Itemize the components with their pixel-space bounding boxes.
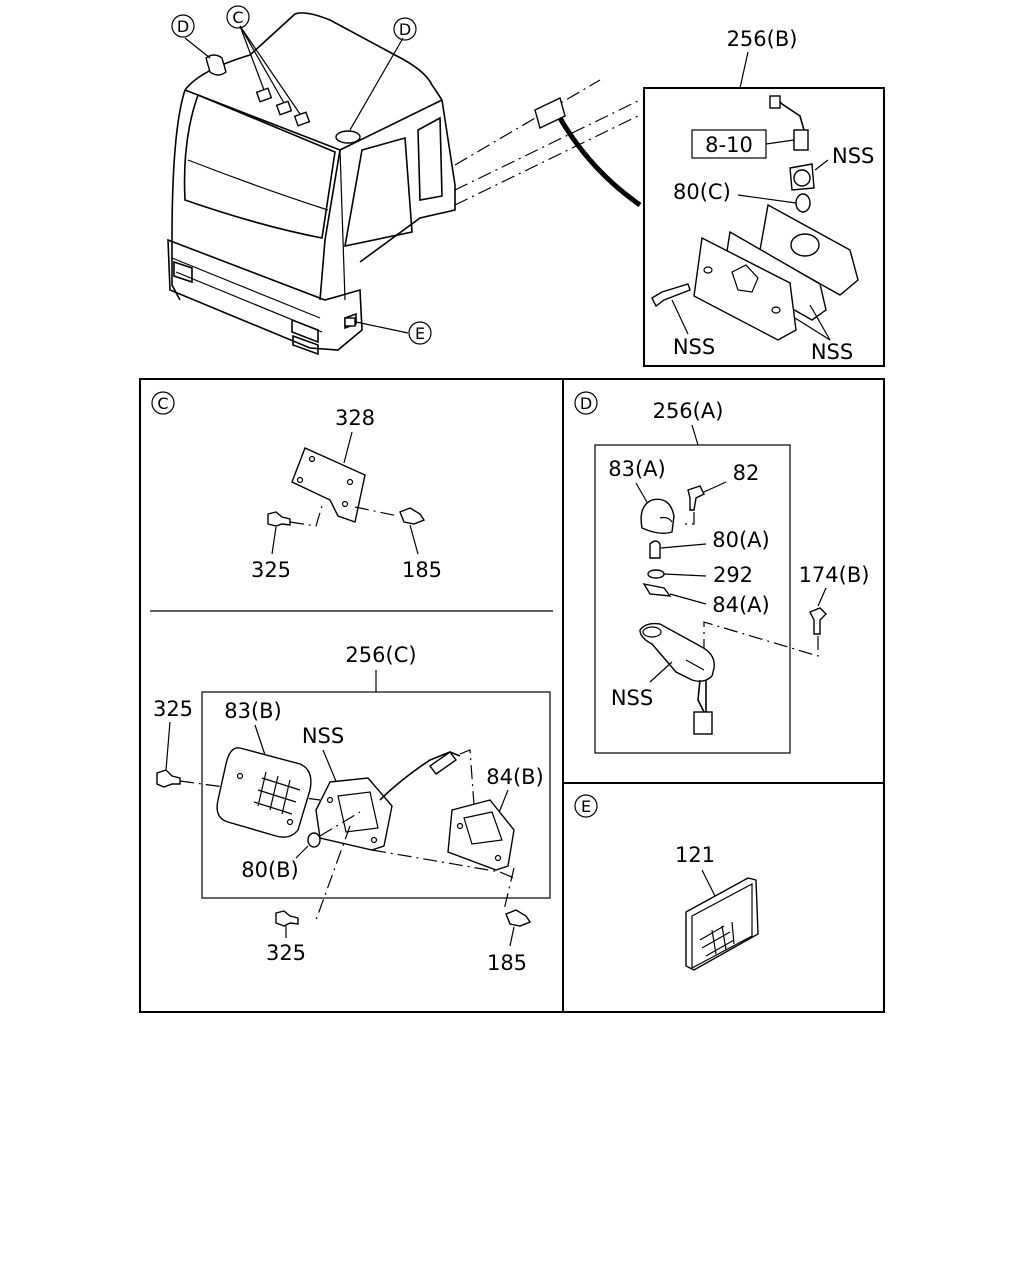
truck-cab-illustration: D C D E xyxy=(167,5,642,356)
label-nss-socket: NSS xyxy=(832,144,874,168)
svg-text:E: E xyxy=(581,797,591,816)
inset-256b-title: 256(B) xyxy=(727,27,798,51)
label-256c: 256(C) xyxy=(345,643,416,667)
panel-frames xyxy=(139,378,885,1013)
callout-e: E xyxy=(408,321,432,345)
label-80b: 80(B) xyxy=(241,858,299,882)
label-185-bottom: 185 xyxy=(487,951,527,975)
label-325-top: 325 xyxy=(251,558,291,582)
panel-d: D 256(A) 83(A) 82 80(A) 292 84(A) 174(B) xyxy=(574,391,870,754)
label-121: 121 xyxy=(675,843,715,867)
label-325-left: 325 xyxy=(153,697,193,721)
label-292: 292 xyxy=(713,563,753,587)
label-nss-lens: NSS xyxy=(811,340,853,364)
callout-d-right: D xyxy=(393,17,417,41)
callout-c: C xyxy=(226,5,250,29)
lens-mesh xyxy=(253,771,301,815)
label-83a: 83(A) xyxy=(608,457,665,481)
assembly-256c-box xyxy=(201,691,551,899)
panel-e-marker: E xyxy=(574,794,598,818)
label-174b: 174(B) xyxy=(799,563,870,587)
svg-text:D: D xyxy=(399,20,411,39)
svg-text:C: C xyxy=(232,8,243,27)
label-325-bottom: 325 xyxy=(266,941,306,965)
reflector-mesh xyxy=(699,921,735,957)
assembly-256a-box xyxy=(594,444,791,754)
label-185-top: 185 xyxy=(402,558,442,582)
panel-c-marker: C xyxy=(151,391,175,415)
svg-text:E: E xyxy=(415,324,425,343)
label-80c: 80(C) xyxy=(673,180,731,204)
svg-text:D: D xyxy=(177,17,189,36)
svg-text:D: D xyxy=(580,394,592,413)
label-328: 328 xyxy=(335,406,375,430)
label-82: 82 xyxy=(733,461,760,485)
ref-box-label: 8-10 xyxy=(705,133,753,157)
label-84b: 84(B) xyxy=(486,765,544,789)
label-84a: 84(A) xyxy=(712,593,769,617)
label-256a: 256(A) xyxy=(653,399,724,423)
inset-256b: 256(B) 8-10 NSS 80(C) NSS NSS xyxy=(643,27,885,367)
label-nss-socket-d: NSS xyxy=(611,686,653,710)
label-nss-housing: NSS xyxy=(302,724,344,748)
panel-e: E 121 xyxy=(574,794,759,971)
label-nss-screw: NSS xyxy=(673,335,715,359)
panel-d-marker: D xyxy=(574,391,598,415)
callout-d-left: D xyxy=(171,14,195,38)
label-80a: 80(A) xyxy=(712,528,769,552)
svg-text:C: C xyxy=(157,394,168,413)
panel-c: C 328 325 185 256(C) 325 83(B) xyxy=(151,391,551,975)
label-83b: 83(B) xyxy=(224,699,282,723)
